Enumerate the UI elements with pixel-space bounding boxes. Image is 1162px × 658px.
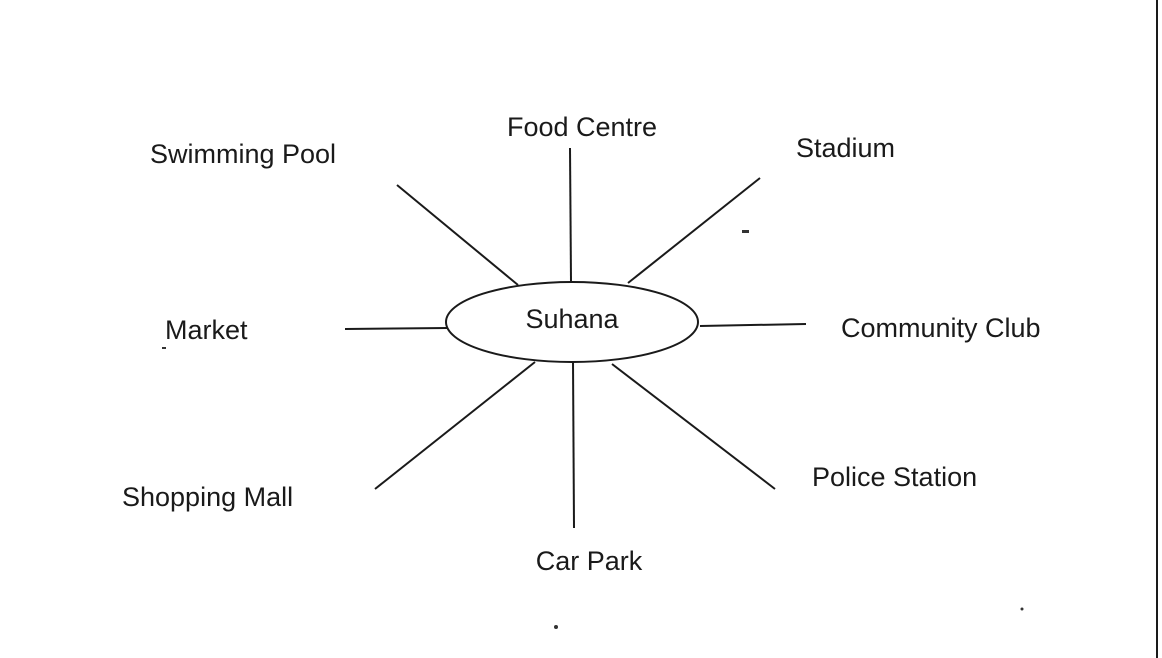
scan-speck — [1020, 607, 1024, 611]
node-label-police-station: Police Station — [812, 462, 977, 492]
scan-speck — [554, 625, 558, 629]
scan-speck — [742, 230, 749, 233]
node-label-stadium: Stadium — [796, 133, 895, 163]
center-label: Suhana — [525, 304, 619, 334]
spoke-car-park — [572, 360, 575, 529]
spoke-police-station — [611, 363, 776, 490]
spoke-shopping-mall — [374, 361, 536, 490]
spoke-swimming-pool — [396, 184, 519, 286]
node-label-market: Market — [165, 315, 248, 345]
node-label-community-club: Community Club — [841, 313, 1041, 343]
node-label-swimming-pool: Swimming Pool — [150, 139, 336, 169]
spoke-food-centre — [569, 147, 572, 283]
node-label-car-park: Car Park — [536, 546, 643, 576]
spoke-community-club — [699, 323, 807, 327]
node-label-shopping-mall: Shopping Mall — [122, 482, 293, 512]
spoke-stadium — [627, 177, 761, 284]
center-ellipse — [445, 281, 699, 363]
spoke-market — [344, 327, 449, 330]
node-label-food-centre: Food Centre — [507, 112, 657, 142]
scan-speck — [162, 347, 166, 349]
